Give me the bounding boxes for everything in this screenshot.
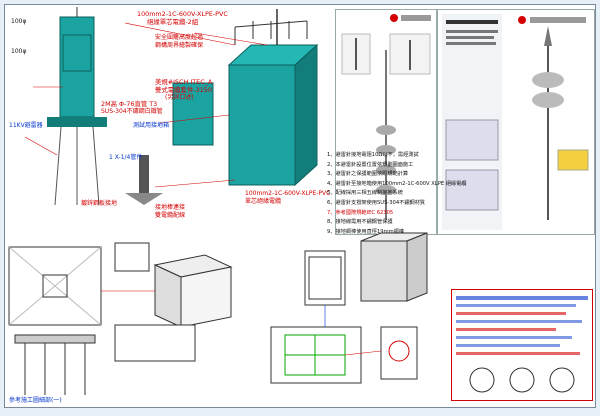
cabinet-small: [172, 82, 214, 146]
note-8: 8、接地線需用不鏽鋼管保護: [327, 219, 393, 226]
spec-table-art: [456, 296, 588, 393]
brochure-left: [335, 9, 437, 235]
callout-standard: 美規#ISCH ITEC_A: [155, 78, 213, 86]
callout-pipe-material: SUS-304不鏽鋼白鐵管: [101, 108, 163, 115]
dim-100-left: 100φ: [11, 18, 27, 25]
note-4: 4、避雷針至接地箱使用100mm2-1C-600V XLPE 絕緣電纜: [327, 180, 467, 187]
callout-dual-cable: 雙電纜配線: [155, 212, 186, 219]
callout-kit: 雙式電纜套件-3150: [155, 86, 212, 94]
base-left: [47, 117, 107, 127]
pedestal-left: [59, 16, 95, 118]
callout-fence: 安全圍籬高度超過: [155, 34, 204, 41]
callout-cable-spec: 100mm2-1C-600V-XLPE-PVC: [137, 10, 228, 18]
detail-drawing-bottom-center: [270, 232, 428, 384]
note-5: 5、配線採用三相五線制接地系統: [327, 190, 403, 197]
note-9: 9、接地銅棒使用直徑19mm銅棒: [327, 228, 405, 235]
dim-100-left-2: 100φ: [11, 48, 27, 55]
note-3: 3、避雷針之保護範圍依照規範計算: [327, 171, 409, 178]
note-2: 2、本避雷針設置位置依規劃圖面施工: [327, 161, 414, 168]
bottom-left-caption: 參考施工圖細部(一): [9, 397, 62, 404]
drawing-sheet: 100φ 100φ 100mm2-1C-600V-XLPE-PVC 絕緣單芯電纜…: [4, 4, 596, 408]
callout-test-box: 測試用接地箱: [133, 122, 170, 129]
note-1: 1、避雷針接地電阻10Ω以下，需經測試: [327, 152, 419, 158]
notes-block: 1、避雷針接地電阻10Ω以下，需經測試 2、本避雷針設置位置依規劃圖面施工 3、…: [327, 151, 477, 235]
detail-drawing-bottom-left: [8, 242, 233, 395]
callout-ground-rod: 接地棒連接: [155, 204, 186, 211]
callout-cable-desc: 絕緣單芯電纜-2組: [147, 18, 199, 26]
arrester-body: [139, 155, 149, 193]
note-6: 6、避雷針支撐架使用SUS-304不鏽鋼材質: [327, 199, 426, 206]
note-7: 7、參考國際規範IEC 62305: [327, 209, 394, 216]
callout-pipe: 2M高 Φ-76直管 T3: [101, 100, 158, 108]
brochure-right: [437, 9, 595, 235]
brochure-right-art: [438, 10, 594, 234]
callout-cable-mid-2: 單芯絕緣電纜: [245, 198, 282, 205]
callout-fence-2: 鋼構周界繪製確保: [155, 42, 204, 49]
drawing-top-left: [24, 7, 319, 206]
cabinet-center: [228, 64, 296, 186]
callout-note: (另詳口述): [165, 94, 194, 101]
callout-fitting: 1 X-1/4管件: [109, 154, 143, 161]
spec-table: [451, 289, 593, 401]
callout-arrester: 11KV避雷器: [9, 122, 43, 129]
callout-steel-plate: 鍍鋅鋼板接地: [81, 200, 118, 207]
callout-cable-mid: 100mm2-1C-600V-XLPE-PVC: [245, 190, 331, 197]
lightning-rod-photo: [336, 10, 436, 220]
